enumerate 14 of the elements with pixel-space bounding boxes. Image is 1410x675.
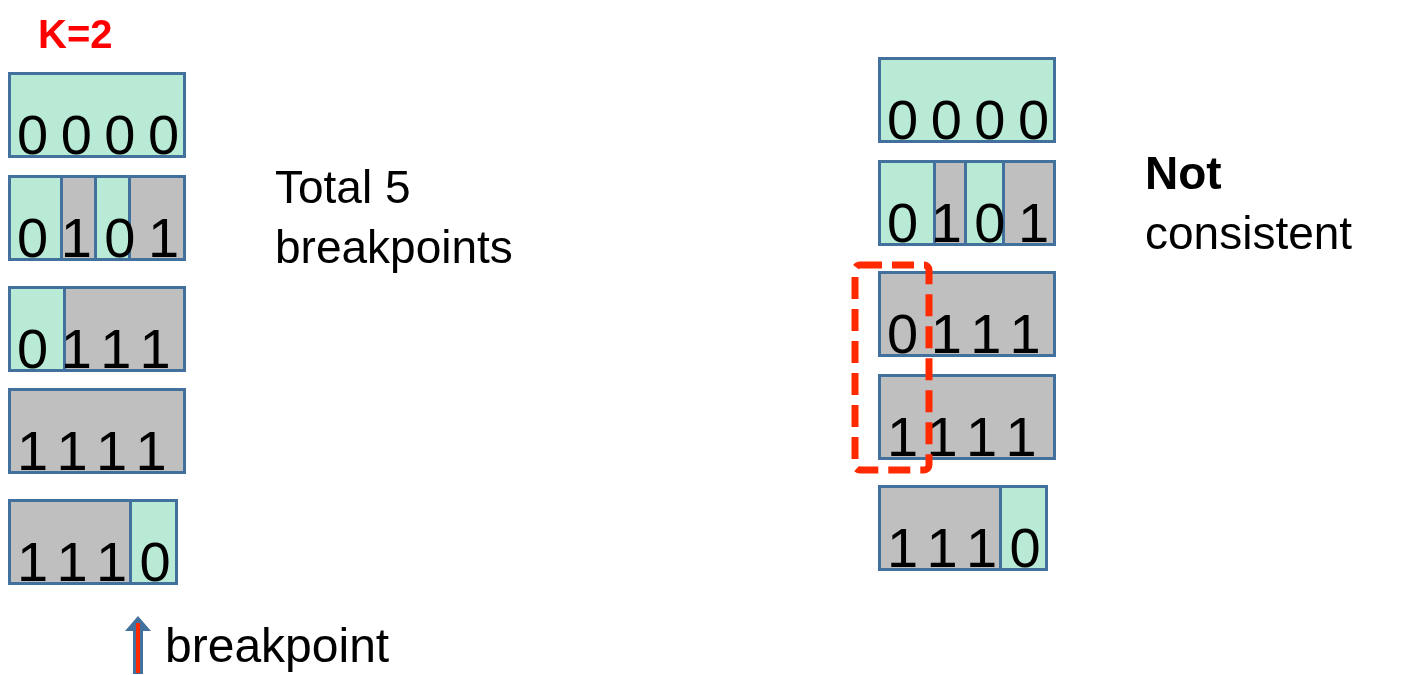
bit-string-text: 0000 xyxy=(887,92,1053,140)
bit-string-box xyxy=(878,374,1056,460)
note-text: Not consistent xyxy=(1145,146,1354,261)
bit-string-box xyxy=(878,271,1056,357)
legend-text: breakpoint xyxy=(165,618,390,674)
parameter-label: K=2 xyxy=(38,11,113,58)
bit-string-text: 0111 xyxy=(887,306,1053,354)
bit-string-text: 1111 xyxy=(17,423,180,471)
bit-string-box xyxy=(8,72,186,158)
bit-string-box xyxy=(8,388,186,474)
bit-string-text: 0000 xyxy=(17,107,183,155)
note-text: Total 5 breakpoints xyxy=(275,160,514,275)
bit-string-box xyxy=(878,57,1056,143)
bit-string-text: 1111 xyxy=(887,409,1050,457)
